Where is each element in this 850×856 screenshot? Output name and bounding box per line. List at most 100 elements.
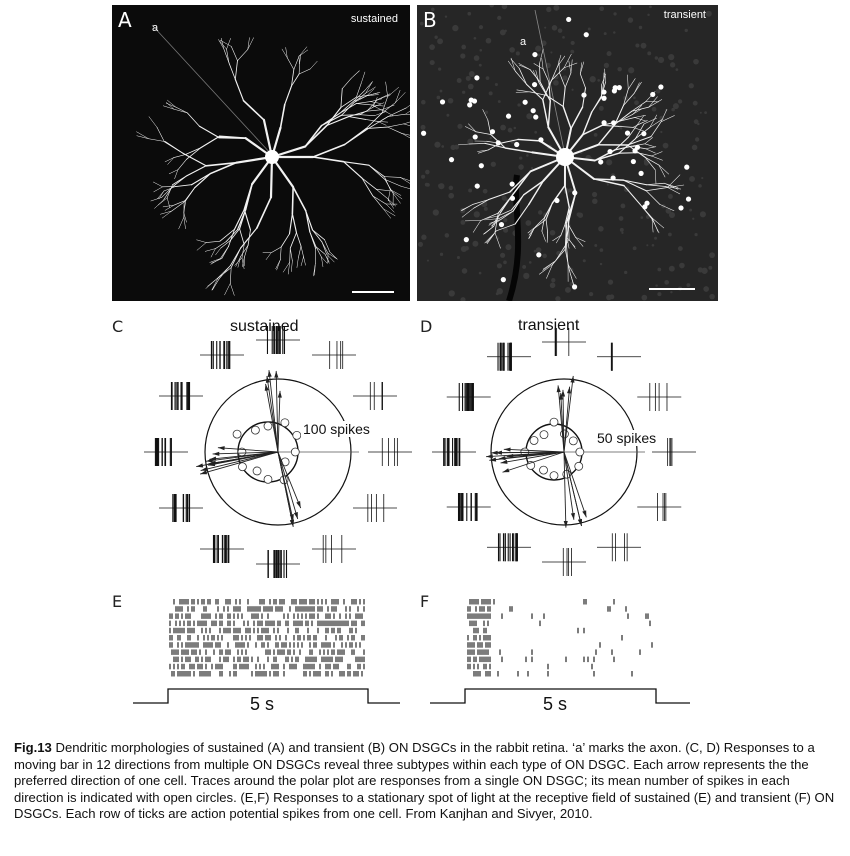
dendrite-branch	[633, 81, 642, 94]
dendrite-branch	[161, 210, 172, 219]
dendrite-branch	[361, 177, 377, 190]
background-cell	[654, 56, 659, 60]
dendrite-branch	[516, 89, 531, 93]
background-cell	[638, 25, 643, 30]
background-cell	[640, 42, 647, 49]
dendrite-branch	[209, 161, 238, 175]
dendrite-branch	[560, 223, 566, 236]
background-cell	[598, 226, 604, 232]
background-cell	[568, 188, 573, 193]
background-cell	[553, 74, 559, 80]
dendrite-branch	[622, 179, 648, 186]
dendrite-branch	[601, 124, 620, 127]
dendrite-branch	[226, 38, 231, 50]
dendrite-branch	[377, 121, 389, 123]
dendrite-branch	[298, 245, 302, 258]
dendrite-branch	[289, 247, 291, 263]
background-cell	[694, 232, 698, 237]
dendrite-branch	[644, 137, 653, 145]
dendrite-branch	[326, 115, 350, 126]
background-cell	[549, 229, 556, 236]
dendrite-branch	[234, 60, 238, 80]
dendrite-branch	[229, 228, 240, 241]
labeled-cell	[509, 181, 515, 187]
dendrite-branch	[207, 277, 219, 287]
dendrite-branch	[324, 253, 330, 262]
background-cell	[613, 12, 617, 16]
dendrite-branch	[568, 60, 572, 74]
mean-spike-circle	[539, 430, 549, 440]
dendrite-branch	[559, 72, 566, 88]
labeled-cell	[467, 102, 473, 108]
dendrite-branch	[341, 114, 361, 116]
mean-spike-circle	[549, 417, 559, 427]
labeled-cell	[522, 99, 528, 105]
background-cell	[587, 27, 591, 31]
dendrite-branch	[387, 123, 404, 128]
dendrite-branch	[465, 126, 477, 133]
labeled-cell	[566, 16, 572, 23]
dendrite-branch	[366, 88, 375, 97]
panel-b-micrograph: B a transient	[417, 5, 718, 301]
dendrite-branch	[565, 243, 569, 265]
dendrite-branch	[552, 248, 566, 265]
background-cell	[446, 113, 450, 117]
background-cell	[643, 160, 649, 166]
dendrite-branch	[247, 37, 250, 50]
background-cell	[689, 175, 696, 182]
dendrite-branch	[518, 68, 527, 85]
background-cell	[599, 248, 604, 252]
axon-line	[151, 24, 273, 156]
dendrite-branch	[220, 240, 231, 249]
panel-d-scale-label: 50 spikes	[595, 430, 659, 446]
mean-spike-circle	[292, 430, 302, 440]
dendrite-branch	[343, 161, 370, 166]
dendrite-branch	[164, 157, 175, 163]
dendrite-branch	[280, 233, 290, 248]
background-cell	[550, 51, 553, 54]
background-cell	[444, 233, 450, 238]
arrow-head	[490, 450, 498, 455]
background-cell	[594, 244, 598, 247]
labeled-cell	[571, 284, 578, 290]
dendrite-branch	[645, 187, 668, 192]
arrow-head	[500, 459, 508, 464]
dendrite-branch	[162, 105, 175, 110]
dendrite-branch	[663, 183, 679, 188]
dendrite-branch	[372, 195, 387, 205]
arrow-head	[296, 501, 301, 509]
dendrite-branch	[532, 70, 540, 83]
background-cell	[564, 286, 571, 293]
dendrite-branch	[522, 180, 545, 196]
dendrite-branch	[270, 246, 282, 254]
preferred-direction-arrow	[563, 451, 587, 518]
dendrite-branch	[528, 180, 545, 206]
background-cell	[697, 267, 703, 273]
preferred-direction-arrow	[208, 451, 279, 466]
dendrite-branch	[570, 59, 573, 74]
labeled-cell	[420, 130, 427, 136]
background-cell	[606, 51, 612, 57]
dendrite-branch	[636, 115, 645, 126]
background-cell	[675, 68, 679, 71]
dendrite-branch	[230, 283, 235, 296]
labeled-cell	[489, 129, 496, 135]
dendrite-branch	[340, 96, 357, 108]
dendrite-branch	[499, 138, 519, 144]
background-cell	[662, 142, 669, 149]
dendrite-branch	[477, 149, 489, 152]
labeled-cell	[650, 91, 656, 98]
labeled-cell	[505, 113, 512, 119]
background-cell	[679, 262, 685, 269]
dendrite-branch	[291, 260, 293, 272]
labeled-cell	[611, 88, 617, 94]
dendrite-branch	[285, 47, 288, 59]
background-cell	[624, 270, 628, 275]
panel-f-duration-label: 5 s	[543, 694, 568, 714]
background-cell	[478, 271, 482, 275]
dendrite-branch	[597, 123, 616, 146]
mean-spike-circle	[539, 465, 548, 475]
dendrite-branch	[229, 247, 242, 267]
background-cell	[530, 166, 534, 170]
dendrite-branch	[568, 192, 577, 222]
